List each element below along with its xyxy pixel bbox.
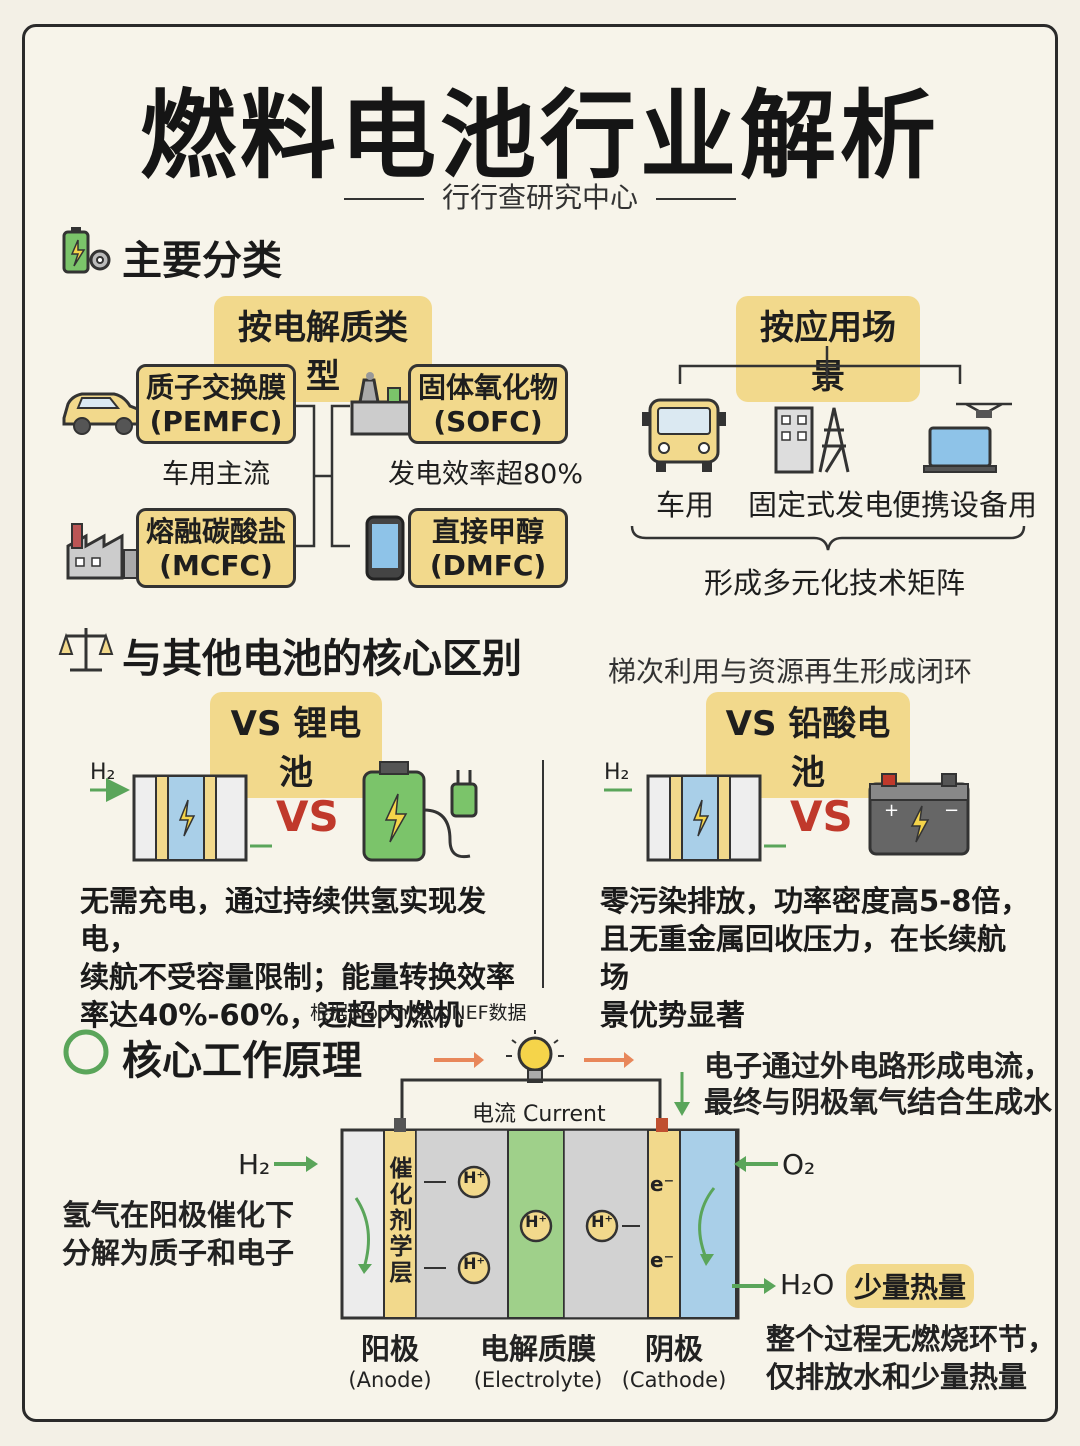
bus-icon	[642, 398, 726, 472]
o2-label: O₂	[782, 1148, 816, 1181]
down-arrow	[674, 1072, 690, 1116]
comparison-divider	[542, 760, 544, 988]
electrolyte-label: 电解质膜 (Electrolyte)	[473, 1332, 603, 1392]
h2-label-right: H₂	[604, 760, 630, 785]
proton-4: H⁺	[591, 1212, 613, 1231]
pemfc-note: 车用主流	[162, 459, 270, 490]
catalyst-layer-label: 催 化 剂 学 层	[389, 1156, 413, 1286]
battery-gear-icon	[62, 227, 111, 274]
overlay-text: 梯次利用与资源再生形成闭环	[608, 655, 973, 688]
o2-inlet-arrow	[734, 1156, 778, 1172]
fuel-cell-diagram	[340, 1118, 740, 1320]
car-icon	[62, 392, 146, 435]
h2-inlet-arrow	[274, 1156, 318, 1172]
svg-text:+: +	[884, 800, 899, 821]
proton-2: H⁺	[463, 1254, 485, 1273]
scenario-vehicle: 车用	[656, 488, 715, 522]
vs-mark-left: VS	[276, 792, 339, 841]
lead-acid-battery-icon: + −	[868, 773, 970, 856]
electrolyte-connector	[296, 404, 350, 548]
dmfc-card: 直接甲醇 (DMFC)	[408, 508, 568, 588]
h2o-outlet-arrow	[732, 1278, 776, 1294]
scenario-label: 按应用场景	[736, 296, 920, 402]
vs-lithium-text: 无需充电，通过持续供氢实现发电， 续航不受容量限制；能量转换效率 率达40%-6…	[80, 884, 516, 1032]
anode-label: 阳极 (Anode)	[348, 1332, 432, 1392]
current-label: 电流 Current	[472, 1102, 606, 1127]
external-circuit	[400, 1078, 662, 1134]
page-subtitle: 行行查研究中心	[0, 176, 1080, 216]
electron-2: e⁻	[650, 1248, 675, 1272]
power-plant-icon	[350, 372, 412, 436]
electrolyte-type-label: 按电解质类型	[214, 296, 432, 402]
light-bulb-icon	[506, 1030, 564, 1083]
anode-note: 氢气在阳极催化下 分解为质子和电子	[62, 1198, 295, 1270]
fuel-cell-icon-left	[90, 774, 272, 862]
electron-1: e⁻	[650, 1172, 675, 1196]
cycle-icon	[63, 1029, 109, 1075]
comparison-heading: 与其他电池的核心区别	[122, 636, 522, 682]
cathode-label: 阴极 (Cathode)	[621, 1332, 727, 1392]
phone-icon	[365, 515, 405, 581]
pemfc-card: 质子交换膜 (PEMFC)	[136, 364, 296, 444]
fuel-cell-icon-right	[604, 774, 786, 862]
page-title: 燃料电池行业解析	[140, 80, 940, 192]
scenario-brace	[630, 525, 1026, 551]
h2-inlet-label: H₂	[238, 1148, 271, 1181]
scenario-tree-lines	[678, 346, 962, 384]
charging-battery-icon	[362, 761, 478, 862]
conclusion-text: 整个过程无燃烧环节， 仅排放水和少量热量	[766, 1322, 1057, 1394]
mcfc-card: 熔融碳酸盐 (MCFC)	[136, 508, 296, 588]
vs-mark-right: VS	[790, 792, 853, 841]
power-station-icon	[774, 406, 850, 474]
classification-heading: 主要分类	[122, 238, 282, 284]
sofc-note: 发电效率超80%	[388, 459, 584, 490]
svg-text:−: −	[944, 800, 959, 821]
h2o-label: H₂O	[780, 1268, 835, 1301]
heat-badge: 少量热量	[846, 1264, 974, 1308]
sofc-card: 固体氧化物 (SOFC)	[408, 364, 568, 444]
proton-3: H⁺	[525, 1212, 547, 1231]
principle-heading: 核心工作原理	[122, 1038, 362, 1084]
current-arrows	[434, 1052, 634, 1068]
laptop-drone-icon	[923, 402, 1012, 473]
electron-note: 电子通过外电路形成电流， 最终与阴极氧气结合生成水	[704, 1049, 1053, 1119]
vs-lead-acid-text: 零污染排放，功率密度高5-8倍， 且无重金属回收压力，在长续航场 景优势显著	[600, 884, 1030, 1032]
proton-1: H⁺	[463, 1168, 485, 1187]
factory-icon	[66, 523, 139, 580]
scenario-stationary: 固定式发电	[748, 488, 894, 522]
scenario-summary: 形成多元化技术矩阵	[704, 566, 966, 600]
scenario-portable: 便携设备用	[892, 488, 1038, 522]
data-source: 根据BloombergNEF数据	[310, 1002, 527, 1024]
scale-icon	[58, 628, 114, 672]
